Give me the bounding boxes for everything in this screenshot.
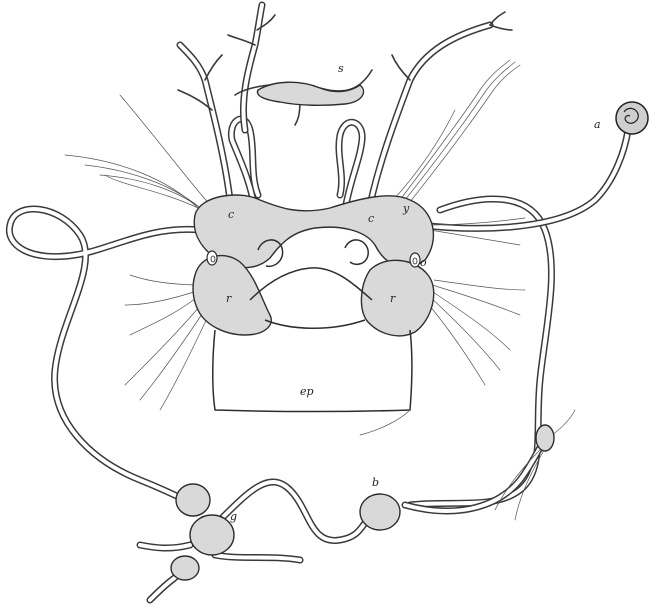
label-a: a	[594, 118, 601, 131]
long-nerve-trunks	[9, 130, 628, 600]
ganglion-b	[360, 494, 400, 530]
upper-branching-nerves	[178, 5, 520, 210]
fine-fibres	[65, 95, 575, 520]
label-b: b	[372, 476, 379, 489]
label-ep: ep	[300, 385, 314, 398]
label-c-left: c	[228, 208, 234, 221]
ganglion-g-lower	[171, 556, 199, 580]
label-r-right: r	[390, 292, 396, 305]
label-o: o	[420, 256, 427, 269]
label-c-right: c	[368, 212, 374, 225]
label-r-left: r	[226, 292, 232, 305]
ep-plate-outline	[213, 330, 412, 412]
ganglion-right-small	[536, 425, 554, 451]
label-s: s	[338, 62, 344, 75]
ganglion-s	[257, 82, 363, 105]
organ-a	[616, 102, 648, 134]
label-y: y	[402, 202, 410, 215]
label-g: g	[230, 510, 237, 523]
ganglion-g-main	[190, 515, 234, 555]
ganglion-g-upper	[176, 484, 210, 516]
right-r-ganglion	[361, 260, 433, 336]
